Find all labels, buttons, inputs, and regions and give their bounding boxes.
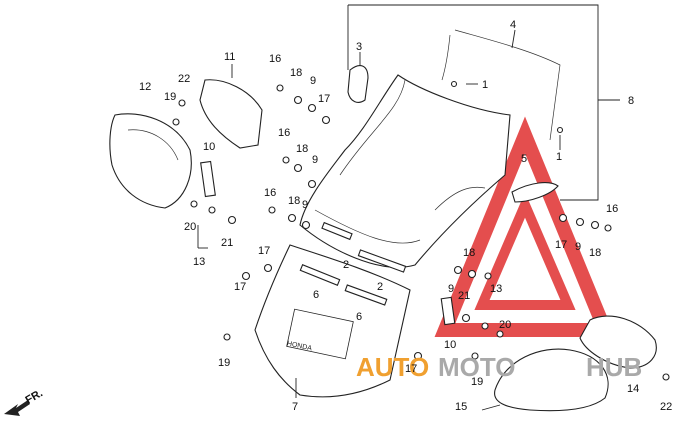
- direction-label: FR.: [24, 387, 45, 406]
- assembly-bracket-8: [347, 4, 620, 201]
- callout-9a: 9: [310, 75, 316, 87]
- watermark-part-hub: HUB: [586, 352, 642, 382]
- callout-17e: 17: [405, 363, 417, 375]
- callout-19a: 19: [164, 91, 176, 103]
- callout-22b: 22: [660, 401, 672, 413]
- callout-18e: 18: [589, 247, 601, 259]
- front-cowl-panel: [254, 244, 411, 398]
- callout-18b: 18: [296, 143, 308, 155]
- callout-4: 4: [510, 19, 516, 31]
- callout-10b: 10: [444, 339, 456, 351]
- callout-8: 8: [628, 95, 634, 107]
- watermark-part-moto: MOTO: [438, 352, 516, 382]
- callout-5: 5: [521, 153, 527, 165]
- callout-15: 15: [455, 401, 467, 413]
- bracket-10-left: [200, 160, 216, 198]
- left-mirror: [109, 113, 192, 209]
- callout-17c: 17: [234, 281, 246, 293]
- callout-21b: 21: [458, 290, 470, 302]
- mirror-bracket: [199, 79, 263, 149]
- callout-3: 3: [356, 41, 362, 53]
- watermark-part-auto: AUTO: [356, 352, 429, 382]
- callout-19b: 19: [218, 357, 230, 369]
- callout-14: 14: [627, 383, 639, 395]
- callout-7: 7: [292, 401, 298, 413]
- callout-20a: 20: [184, 221, 196, 233]
- callout-12: 12: [139, 81, 151, 93]
- leader-lines: [197, 29, 561, 411]
- callout-20b: 20: [499, 319, 511, 331]
- callout-18c: 18: [288, 195, 300, 207]
- callout-18d: 18: [463, 247, 475, 259]
- callout-9d: 9: [575, 241, 581, 253]
- trim-strips: [299, 221, 407, 306]
- fasteners: [172, 80, 670, 381]
- callout-1a: 1: [482, 79, 488, 91]
- windscreen: [299, 74, 511, 268]
- callout-18a: 18: [290, 67, 302, 79]
- callout-13b: 13: [490, 283, 502, 295]
- callout-9b: 9: [312, 154, 318, 166]
- bracket-10-right: [440, 296, 456, 326]
- callout-1b: 1: [556, 151, 562, 163]
- callout-17a: 17: [318, 93, 330, 105]
- right-mirror: [579, 315, 657, 369]
- callout-9e: 9: [448, 283, 454, 295]
- callout-17d: 17: [555, 239, 567, 251]
- callout-numbers: 1 1 2 2 3 4 5 6 6 7 8 9 9 9 9 9 10 10 11…: [139, 19, 672, 413]
- watermark-text: AUTO MOTO HUB: [356, 352, 642, 382]
- windscreen-trim: [441, 29, 561, 141]
- callout-10a: 10: [203, 141, 215, 153]
- watermark-logo: [434, 116, 616, 337]
- callout-16c: 16: [264, 187, 276, 199]
- front-direction-arrow: FR.: [4, 387, 45, 416]
- callout-22a: 22: [178, 73, 190, 85]
- callout-21a: 21: [221, 237, 233, 249]
- callout-16b: 16: [278, 127, 290, 139]
- right-mirror-cover: [494, 348, 609, 412]
- callout-13a: 13: [193, 256, 205, 268]
- callout-19c: 19: [471, 376, 483, 388]
- callout-9c: 9: [302, 199, 308, 211]
- callout-2a: 2: [343, 259, 349, 271]
- vent-5: [511, 182, 559, 203]
- callout-6b: 6: [356, 311, 362, 323]
- callout-2b: 2: [377, 281, 383, 293]
- callout-16a: 16: [269, 53, 281, 65]
- callout-6a: 6: [313, 289, 319, 301]
- callout-16d: 16: [606, 203, 618, 215]
- callout-11: 11: [224, 51, 235, 63]
- callout-17b: 17: [258, 245, 270, 257]
- small-bracket-3: [347, 65, 369, 103]
